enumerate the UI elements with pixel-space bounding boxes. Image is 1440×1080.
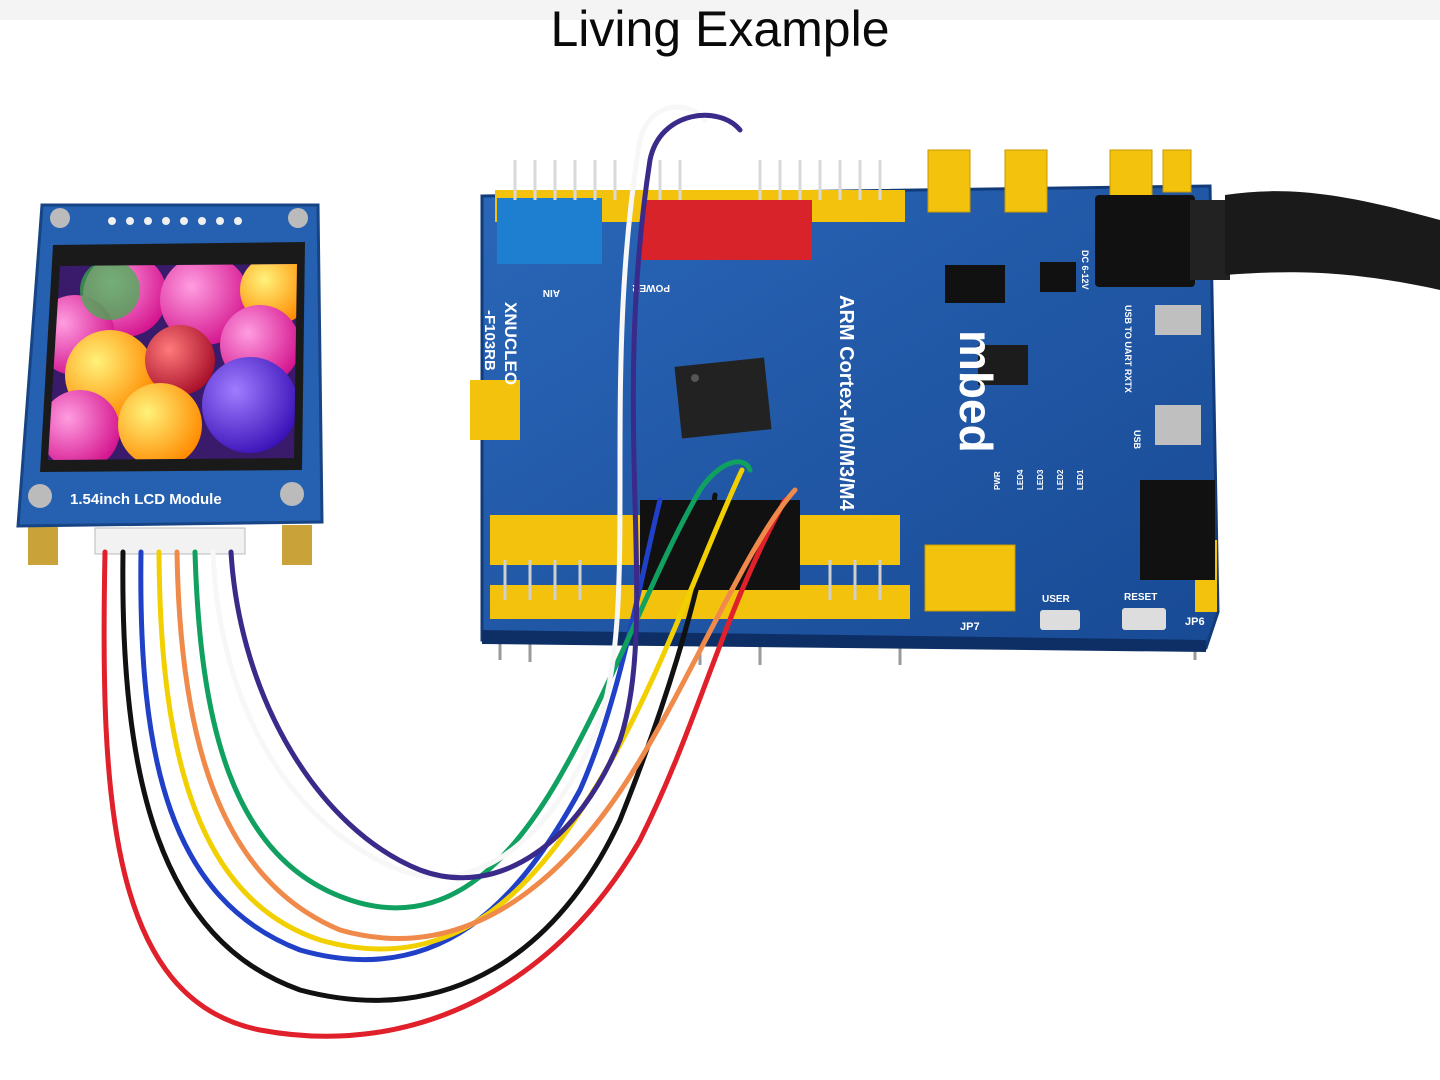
led2-label: LED2 bbox=[1056, 469, 1065, 490]
wire-orange bbox=[174, 487, 798, 941]
top-band bbox=[0, 0, 1440, 20]
dc-power-jack bbox=[1095, 191, 1440, 290]
image-caption: Living Example bbox=[550, 1, 890, 57]
reset-button bbox=[1122, 608, 1166, 630]
usb-uart-chip bbox=[978, 345, 1028, 385]
black-connector bbox=[1140, 480, 1215, 580]
jumper-wires bbox=[101, 104, 798, 1039]
user-button bbox=[1040, 610, 1080, 630]
lcd-module: 1.54inch LCD Module bbox=[16, 203, 324, 565]
pwr-label: PWR bbox=[993, 471, 1002, 490]
reset-button-label: RESET bbox=[1124, 592, 1157, 603]
micro-usb-port-2 bbox=[1155, 405, 1201, 445]
board-model-text: XNUCLEO bbox=[501, 302, 520, 385]
user-button-label: USER bbox=[1042, 594, 1071, 605]
led3-label: LED3 bbox=[1036, 469, 1045, 490]
wire-white bbox=[210, 104, 708, 880]
led1-label: LED1 bbox=[1076, 469, 1085, 490]
lcd-connector bbox=[94, 527, 246, 555]
wire-red bbox=[101, 497, 788, 1039]
board-variant-text: -F103RB bbox=[481, 310, 498, 371]
lcd-screen-image bbox=[48, 264, 297, 460]
power-header-label: POWER bbox=[631, 282, 670, 293]
jumper-label: JP7 bbox=[960, 621, 980, 633]
led4-label: LED4 bbox=[1016, 469, 1025, 490]
mcu-chip bbox=[674, 357, 772, 439]
wire-blue bbox=[138, 497, 663, 963]
board-cpu-text: ARM Cortex-M0/M3/M4 bbox=[835, 295, 857, 511]
analog-header-label: AIN bbox=[543, 287, 560, 298]
wire-black bbox=[120, 492, 718, 1003]
top-header-row bbox=[495, 149, 1192, 264]
jumper-label-2: JP6 bbox=[1185, 616, 1205, 628]
bottom-header-row bbox=[490, 480, 1217, 619]
dc-label: DC 6-12V bbox=[1080, 250, 1090, 290]
dev-board: mbed ARM Cortex-M0/M3/M4 XNUCLEO -F103RB… bbox=[470, 149, 1440, 665]
red-header bbox=[642, 200, 812, 260]
side-jumper bbox=[470, 380, 520, 440]
micro-usb-port bbox=[1155, 305, 1201, 335]
blue-header bbox=[497, 198, 602, 264]
usb-label: USB bbox=[1132, 430, 1142, 450]
wire-purple bbox=[228, 112, 743, 881]
lcd-module-label: 1.54inch LCD Module bbox=[70, 491, 222, 508]
board-brand-text: mbed bbox=[950, 330, 1002, 453]
wire-green bbox=[192, 459, 753, 911]
usb-uart-label: USB TO UART RXTX bbox=[1123, 305, 1133, 393]
